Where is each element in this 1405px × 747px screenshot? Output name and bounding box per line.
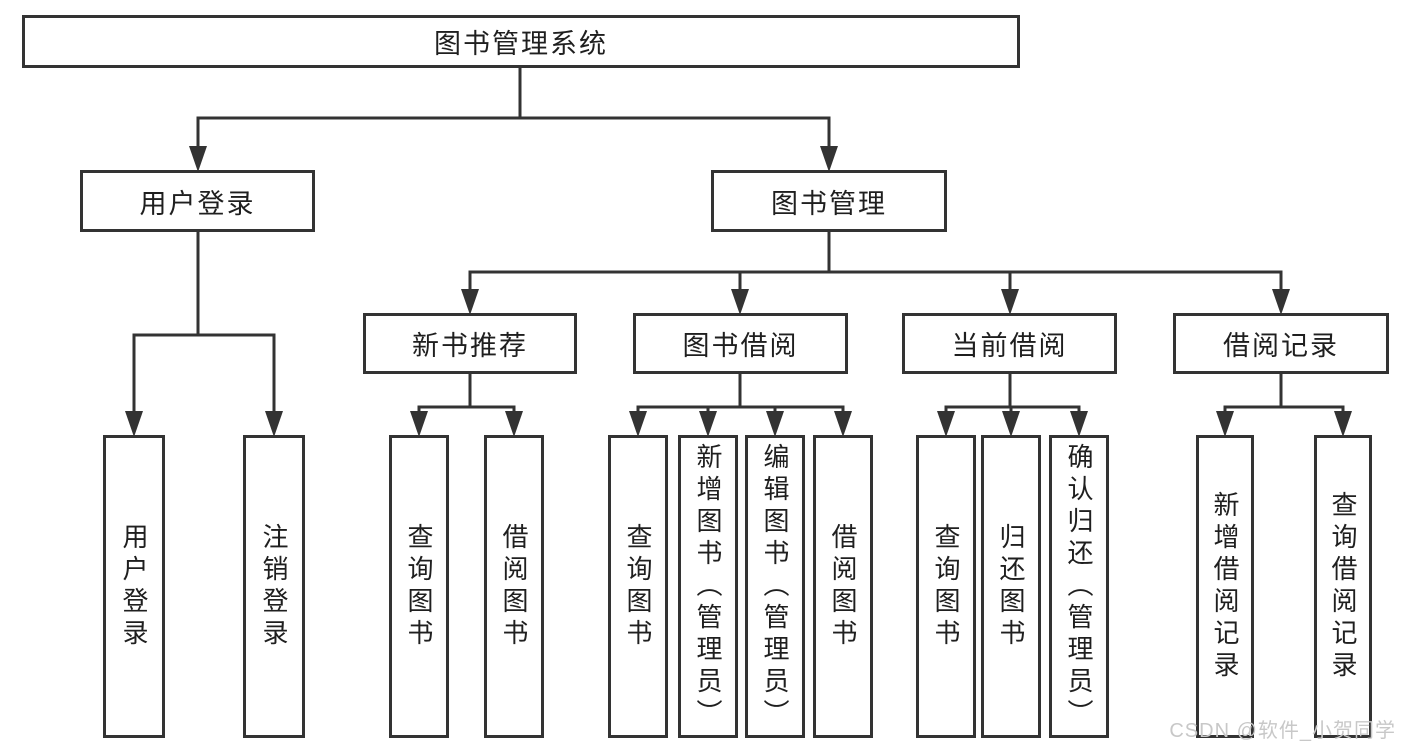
leaf-edit-books-admin: 编辑图书（管理员） — [745, 435, 805, 738]
node-user-login: 用户登录 — [80, 170, 315, 232]
leaf-label: 编辑图书（管理员） — [760, 442, 790, 731]
leaf-add-books-admin: 新增图书（管理员） — [678, 435, 738, 738]
leaf-user-login: 用户登录 — [103, 435, 165, 738]
leaf-query-books-2: 查询图书 — [608, 435, 668, 738]
leaf-label: 新增借阅记录 — [1210, 490, 1240, 683]
node-book-borrow: 图书借阅 — [633, 313, 848, 374]
leaf-label: 借阅图书 — [828, 522, 858, 651]
node-new-book-recommend: 新书推荐 — [363, 313, 577, 374]
edge-current-to-leaves — [937, 372, 1088, 437]
leaf-label: 查询图书 — [623, 522, 653, 651]
leaf-query-books-1: 查询图书 — [389, 435, 449, 738]
edge-borrow-to-leaves — [629, 372, 852, 437]
leaf-label: 查询借阅记录 — [1328, 490, 1358, 683]
node-current-borrow: 当前借阅 — [902, 313, 1117, 374]
leaf-logout: 注销登录 — [243, 435, 305, 738]
edge-root-to-level2 — [189, 66, 838, 172]
leaf-label: 新增图书（管理员） — [693, 442, 723, 731]
node-book-management: 图书管理 — [711, 170, 947, 232]
leaf-label: 查询图书 — [404, 522, 434, 651]
leaf-label: 用户登录 — [119, 522, 149, 651]
leaf-label: 查询图书 — [931, 522, 961, 651]
edge-records-to-leaves — [1216, 372, 1352, 437]
csdn-watermark: CSDN @软件_小贺同学 — [1169, 720, 1396, 742]
leaf-label: 确认归还（管理员） — [1064, 442, 1094, 731]
leaf-label: 归还图书 — [996, 522, 1026, 651]
leaf-borrow-books-2: 借阅图书 — [813, 435, 873, 738]
leaf-label: 注销登录 — [259, 522, 289, 651]
node-borrow-records: 借阅记录 — [1173, 313, 1389, 374]
edge-userlogin-to-leaves — [125, 230, 283, 437]
edge-recommend-to-leaves — [410, 372, 523, 437]
leaf-query-borrow-record: 查询借阅记录 — [1314, 435, 1372, 738]
leaf-label: 借阅图书 — [499, 522, 529, 651]
leaf-return-books: 归还图书 — [981, 435, 1041, 738]
node-root-library-system: 图书管理系统 — [22, 15, 1020, 68]
leaf-query-books-3: 查询图书 — [916, 435, 976, 738]
leaf-borrow-books-1: 借阅图书 — [484, 435, 544, 738]
edge-bookmgmt-to-level3 — [461, 230, 1290, 315]
leaf-confirm-return-admin: 确认归还（管理员） — [1049, 435, 1109, 738]
leaf-add-borrow-record: 新增借阅记录 — [1196, 435, 1254, 738]
